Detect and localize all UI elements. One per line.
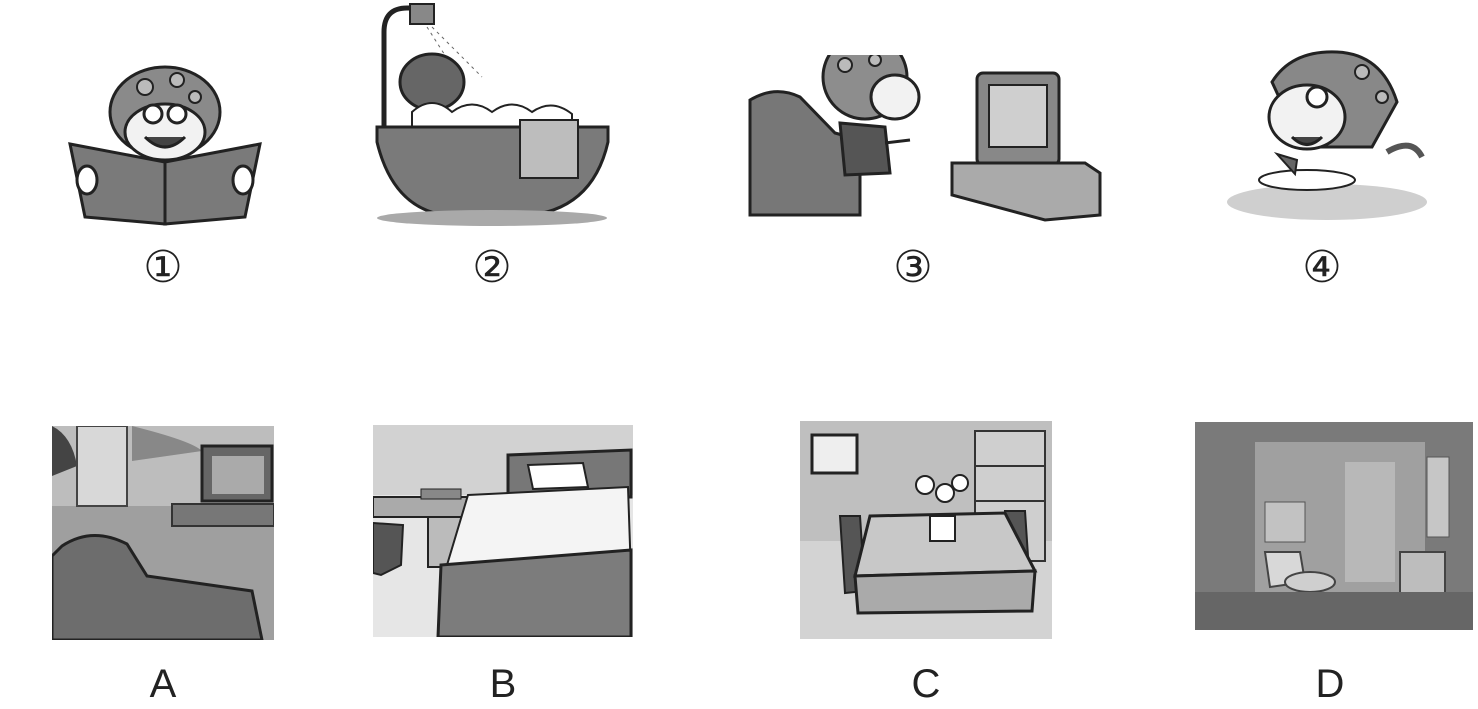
room-letter: C: [911, 662, 941, 706]
frog-reading-icon: [65, 52, 265, 230]
room-letter: A: [149, 662, 177, 706]
activity-number: ④: [1302, 242, 1342, 293]
room-letter: D: [1315, 662, 1345, 706]
bedroom-icon: [373, 425, 633, 637]
activity-number: ③: [893, 242, 933, 293]
dining-room-icon: [800, 421, 1052, 639]
activity-number: ①: [143, 242, 183, 293]
frog-bathing-icon: [372, 2, 614, 228]
living-room-icon: [52, 426, 274, 640]
activity-number: ②: [472, 242, 512, 293]
room-letter: B: [489, 662, 517, 706]
frog-eating-icon: [1222, 42, 1432, 222]
frog-watching-tv-icon: [745, 55, 1105, 225]
bathroom-icon: [1195, 422, 1473, 630]
